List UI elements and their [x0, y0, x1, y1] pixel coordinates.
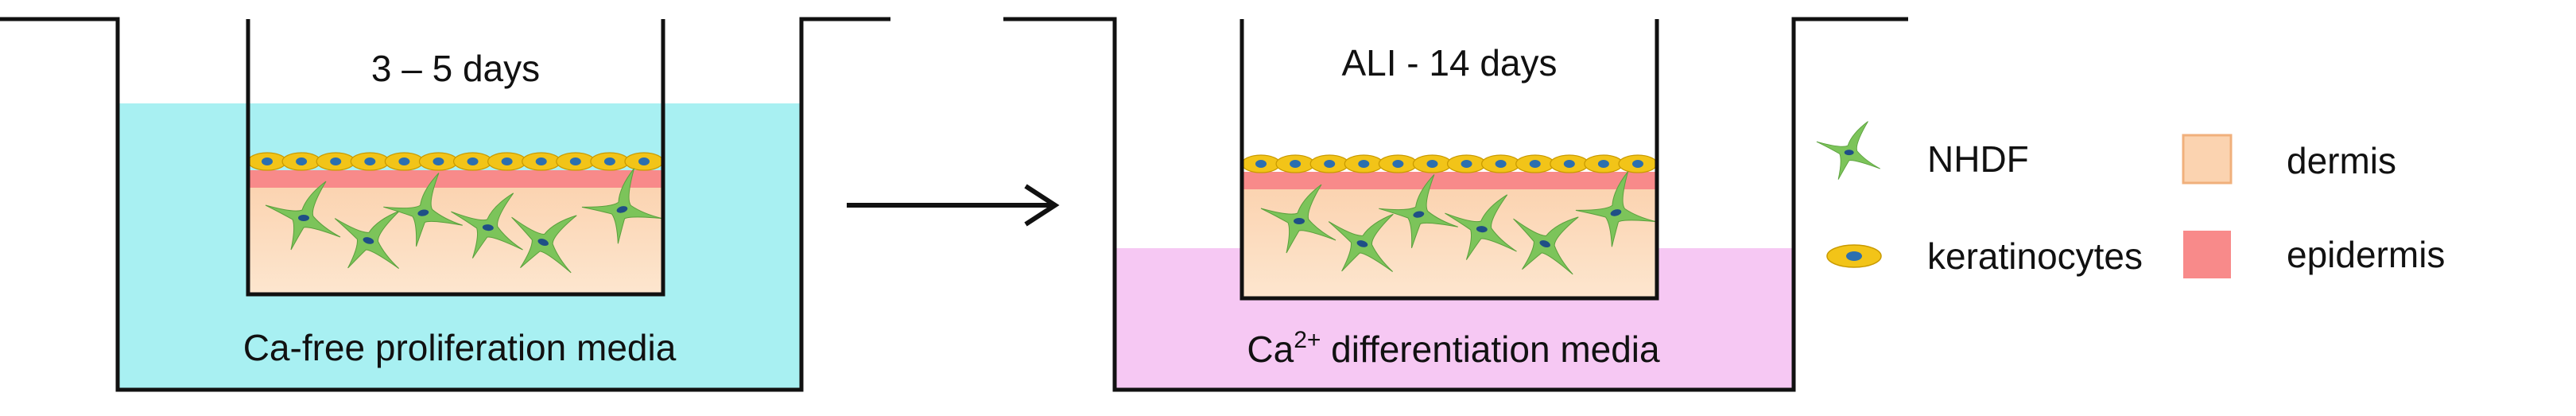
legend-item-epidermis: epidermis [2183, 231, 2445, 278]
fibroblast-cell [1445, 194, 1517, 260]
fibroblast-cell [334, 210, 400, 269]
fibroblast-cluster [1260, 171, 1657, 275]
keratinocyte-cell [1275, 154, 1315, 173]
keratinocyte-cell [556, 152, 596, 171]
keratinocyte-cell [384, 152, 424, 171]
keratinocyte-cell [1515, 154, 1555, 173]
legend-label-dermis: dermis [2287, 140, 2396, 181]
insert-outline [246, 19, 665, 297]
keratinocyte-cell [452, 152, 493, 171]
keratinocyte-cell [1618, 154, 1658, 173]
fibroblast-cell [1816, 121, 1881, 180]
outer-well-outline [0, 17, 890, 392]
keratinocyte-layer [1241, 154, 1658, 173]
fibroblast-cell [1260, 184, 1336, 254]
keratinocyte-cell [1309, 154, 1349, 173]
insert-outline [1240, 19, 1659, 301]
keratinocyte-cell [1446, 154, 1487, 173]
fibroblast-cell [1513, 216, 1579, 275]
panel-1-proliferation: 3 – 5 days Ca-free proliferation media [0, 17, 890, 392]
fibroblast-cell [1379, 174, 1458, 248]
epidermis-layer [248, 170, 663, 188]
legend-label-epidermis: epidermis [2287, 234, 2445, 275]
epidermis-layer [1242, 172, 1657, 189]
panel-2-differentiation: ALI - 14 days Ca2+ differentiation media [1003, 17, 1908, 392]
keratinocyte-cell [1550, 154, 1589, 173]
legend-label-keratinocytes: keratinocytes [1927, 235, 2143, 277]
keratinocyte-cell [590, 152, 630, 171]
duration-label: ALI - 14 days [1341, 42, 1557, 84]
keratinocyte-cell [281, 152, 321, 171]
fibroblast-cell [265, 181, 341, 251]
dermis-layer [248, 185, 663, 294]
fibroblast-cell [451, 192, 523, 259]
epidermis-swatch-icon [2183, 231, 2231, 278]
media-label-prefix: Ca [1247, 329, 1294, 370]
legend-item-nhdf: NHDF [1816, 121, 2029, 180]
keratinocyte-cell [487, 152, 527, 171]
fibroblast-cell [383, 173, 463, 247]
media-label: Ca-free proliferation media [243, 327, 677, 368]
keratinocyte-cell [1378, 154, 1418, 173]
duration-label: 3 – 5 days [371, 48, 540, 89]
fibroblast-icon [1816, 121, 1881, 180]
fibroblast-cluster [265, 168, 663, 274]
keratinocyte-cell [1584, 154, 1624, 173]
media-label-suffix: differentiation media [1321, 329, 1660, 370]
process-arrow [847, 184, 1060, 227]
fibroblast-cell [1328, 213, 1394, 272]
keratinocyte-cell [418, 152, 459, 171]
keratinocyte-cell [247, 152, 287, 171]
media-label-superscript: 2+ [1294, 327, 1321, 353]
keratinocyte-cell [1481, 154, 1521, 173]
keratinocyte-cell [1241, 154, 1281, 173]
keratinocyte-cell [316, 152, 355, 171]
legend: NHDF keratinocytes dermis epidermis [1816, 121, 2445, 278]
keratinocyte-cell [350, 152, 390, 171]
legend-label-nhdf: NHDF [1927, 138, 2029, 180]
keratinocyte-cell [1412, 154, 1453, 173]
keratinocyte-icon [1826, 244, 1882, 268]
outer-well-outline [1003, 17, 1908, 392]
keratinocyte-layer [247, 152, 664, 171]
keratinocyte-cell [624, 152, 664, 171]
dermis-swatch-icon [2182, 134, 2233, 185]
keratinocyte-cell [1344, 154, 1383, 173]
media-label: Ca2+ differentiation media [1247, 327, 1660, 370]
dermis-layer [1242, 188, 1657, 298]
fibroblast-cell [511, 215, 577, 274]
legend-item-dermis: dermis [2182, 134, 2396, 185]
legend-item-keratinocytes: keratinocytes [1826, 235, 2143, 277]
keratinocyte-cell [522, 152, 561, 171]
